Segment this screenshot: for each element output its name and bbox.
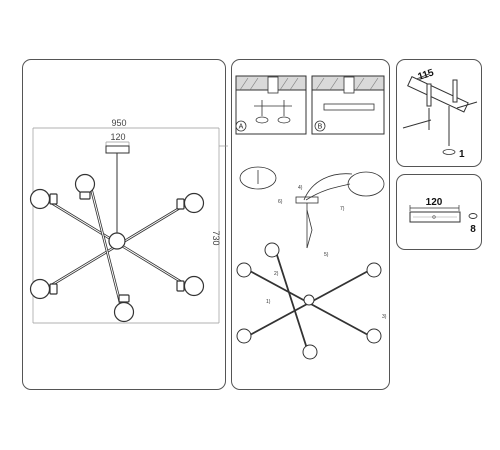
mounting-plate [407,76,469,113]
canopy-detail-panel: 120 8 [396,174,482,250]
canopy-part-count: 8 [470,224,476,235]
step-7: 7) [340,206,345,212]
ceiling-option-b: B [311,75,385,135]
option-b-label: B [318,124,323,131]
step-3: 3) [382,314,387,320]
installation-diagram: A B 4) 6) 7) 5) [235,75,387,360]
step-4: 4) [298,185,303,191]
step-6: 6) [278,199,283,205]
mount-count: 1 [459,149,465,160]
canopy [105,145,130,154]
canopy-part-dimension: 120 [426,197,443,208]
mount-bracket-diagram: 115 1 [402,67,478,160]
center-hub [108,232,126,250]
ceiling-option-a: A [235,75,307,135]
height-dimension: 730 [211,230,221,245]
installation-panel: A B 4) 6) 7) 5) [231,59,390,390]
canopy-part-diagram: 120 8 [409,197,478,235]
option-a-label: A [239,124,244,131]
bulbs [29,173,205,323]
width-dimension: 950 [111,118,126,128]
mount-detail-panel: 115 1 [396,59,482,167]
chandelier-dimension-drawing: 950 120 730 [29,118,228,324]
dimension-drawing-panel: 950 120 730 [22,59,228,390]
canopy-dimension: 120 [110,132,125,142]
wiring-detail [239,166,385,249]
step-5: 5) [324,252,329,258]
assembled-chandelier [236,242,382,360]
step-1: 1) [266,299,271,305]
step-2: 2) [274,271,279,277]
